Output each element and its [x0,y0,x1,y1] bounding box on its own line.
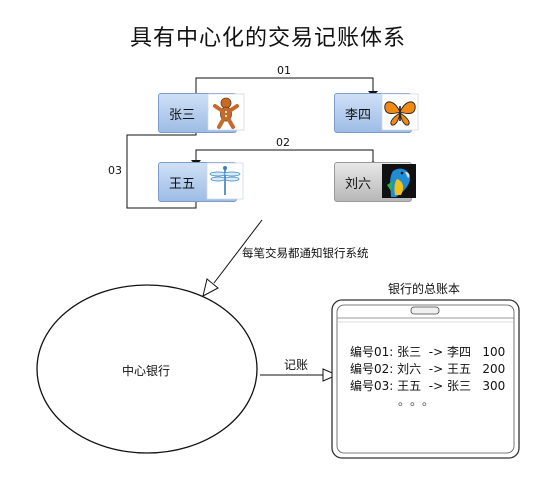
edge-03-label: 03 [108,164,122,177]
ledger-title: 银行的总账本 [388,282,461,296]
edge-02-label: 02 [276,136,290,149]
edge-02-line [195,149,374,164]
ledger-ellipsis: 。。。 [398,394,441,408]
ledger-book-icon [331,299,520,459]
notify-arrowhead [202,278,219,297]
node-zhangsan: 张三 [158,93,237,133]
node-zhangsan-label: 张三 [169,108,196,123]
node-liuliu: 刘六 [334,162,412,202]
ledger-row: 编号01: 张三 -> 李四 100 [350,345,506,359]
notify-arrow-line [213,219,263,284]
record-arrowhead [322,368,339,382]
node-wangwu: 王五 [158,162,237,202]
diagram-title: 具有中心化的交易记账体系 [129,26,406,51]
ledger-row: 编号02: 刘六 -> 王五 200 [350,362,506,376]
ledger-row: 编号03: 王五 -> 张三 300 [350,379,506,393]
central-bank-ellipse [36,284,258,454]
edge-01-label: 01 [277,64,291,77]
node-lisi-label: 李四 [345,108,372,123]
node-lisi: 李四 [334,93,412,133]
edge-03-line [126,131,197,209]
node-wangwu-label: 王五 [169,177,196,192]
notify-label: 每笔交易都通知银行系统 [242,246,369,260]
record-label: 记账 [284,358,309,372]
node-liuliu-label: 刘六 [345,177,372,192]
central-bank-label: 中心银行 [122,364,171,378]
edge-01-line [195,77,374,96]
